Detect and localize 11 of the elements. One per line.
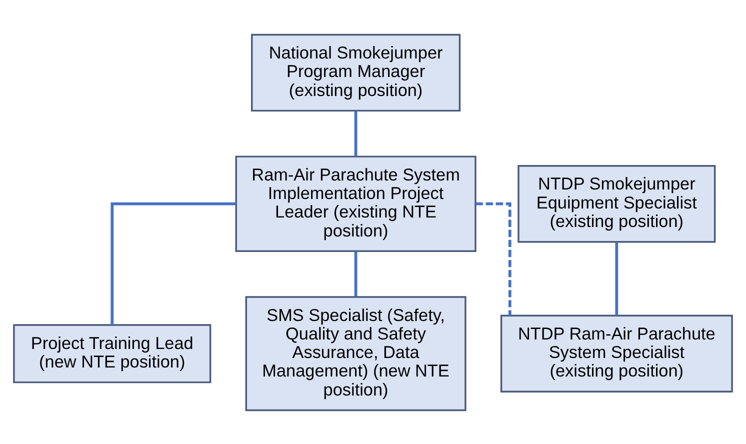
node-box: Ram-Air Parachute System Implementation Project Leader (existing NTE position) xyxy=(235,155,476,252)
connector xyxy=(354,250,358,296)
connector xyxy=(615,242,618,316)
node-box: Project Training Lead (new NTE position) xyxy=(13,324,212,383)
connector xyxy=(354,110,358,156)
node-box: National Smokejumper Program Manager (existing position) xyxy=(251,33,461,112)
node-box: NTDP Smokejumper Equipment Specialist (existing position) xyxy=(518,164,716,242)
connector xyxy=(110,202,236,324)
node-box: SMS Specialist (Safety, Quality and Safety Assurance, Data Management) (new NTE position) xyxy=(245,296,466,411)
connector xyxy=(476,202,512,315)
node-box: NTDP Ram-Air Parachute System Specialist (existing position) xyxy=(500,314,733,392)
